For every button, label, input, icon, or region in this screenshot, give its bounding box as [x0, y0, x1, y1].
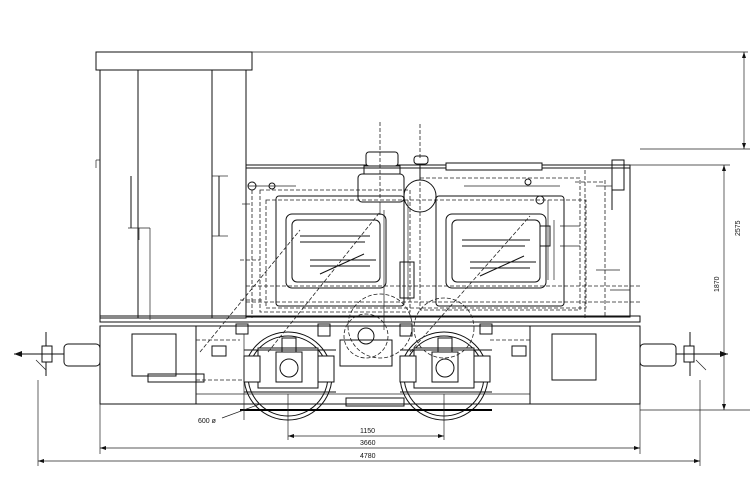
wheelset-left: [243, 331, 336, 421]
central-fittings: [242, 122, 580, 330]
dome: [365, 151, 399, 167]
overall-length-dim: 4780: [37, 380, 701, 466]
cab-body: [99, 69, 247, 319]
roof-vent: [445, 162, 543, 171]
engine-block-right: [435, 195, 565, 307]
main-frame: [99, 315, 641, 405]
wheelbase-label: 1150: [360, 428, 375, 435]
body-height-label: 1870: [714, 276, 721, 292]
wheel-diameter-dim: 600 ø: [198, 334, 261, 425]
engine-block-left: [275, 195, 405, 307]
overall-length-label: 4780: [360, 453, 376, 460]
engine-hood: [240, 162, 640, 318]
buffer-left: [14, 332, 101, 376]
body-height-dim: 1870: [630, 164, 750, 411]
cab: [95, 51, 253, 320]
hidden-lines: [199, 211, 531, 359]
frame-length-dim: 3660: [99, 404, 641, 454]
overall-height-dim: 2575: [252, 51, 750, 236]
right-frame-panel: [551, 333, 597, 381]
final-drive: [339, 313, 405, 407]
buffer-right: [639, 332, 728, 376]
exhaust-pipe: [596, 159, 630, 291]
left-frame-panel: [131, 333, 177, 377]
frame-length-label: 3660: [360, 440, 376, 447]
cab-roof: [95, 51, 253, 71]
wheelset-right: [399, 331, 492, 421]
overall-height-label: 2575: [735, 220, 742, 236]
wheel-diameter-label: 600 ø: [198, 418, 217, 425]
wheelbase-dim: 1150: [287, 394, 445, 440]
